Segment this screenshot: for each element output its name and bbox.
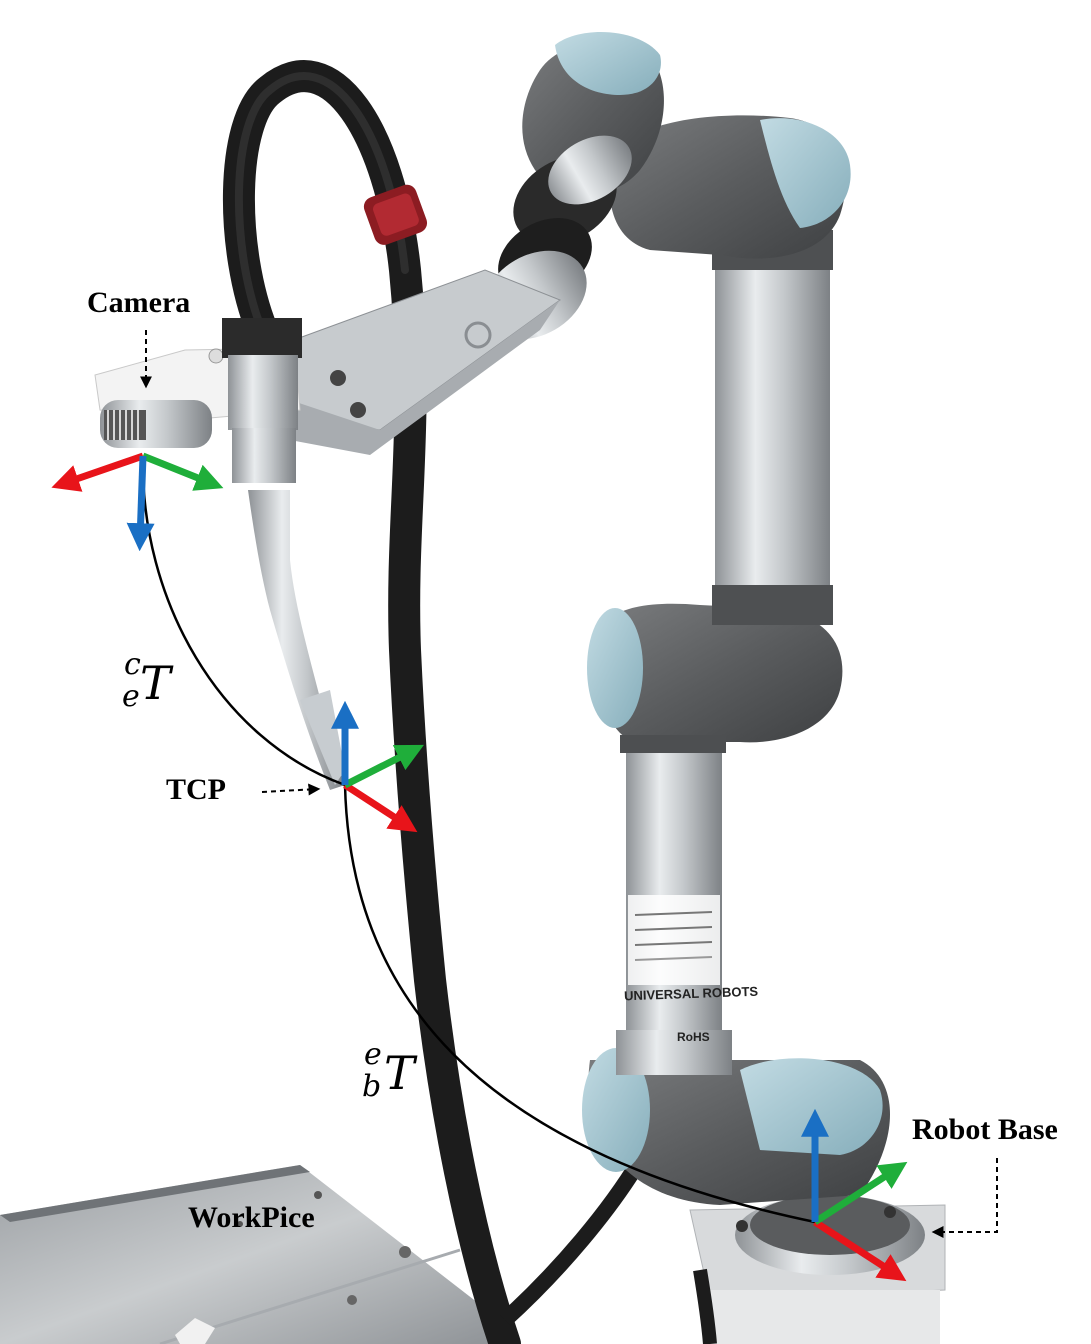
camera-label: Camera (87, 286, 191, 319)
robot-elbow-joint (587, 603, 843, 753)
base-transform-superscript: e (364, 1037, 382, 1072)
rohs-label: RoHS (677, 1030, 710, 1044)
camera-transform-subscript: e (122, 679, 140, 714)
camera-frame-axes (51, 452, 224, 552)
transform-curves (141, 455, 816, 1224)
robot-wrist-joints (483, 32, 851, 340)
workpiece-plate (0, 1165, 500, 1344)
base-transform-subscript: b (362, 1069, 382, 1104)
tcp-frame-axes (331, 700, 424, 833)
base-transform-symbol: T (384, 1046, 415, 1100)
end-to-base-transform: e b T (358, 1040, 428, 1110)
camera-to-end-transform: c e T (118, 650, 188, 720)
robot-lower-link (616, 740, 732, 1075)
pointer-arrows (140, 330, 998, 1238)
base-frame-axes (801, 1108, 908, 1282)
robot-base-label: Robot Base (912, 1113, 1058, 1146)
camera-transform-symbol: T (140, 656, 171, 710)
welding-cable (222, 60, 717, 1344)
tcp-label: TCP (166, 773, 226, 806)
robot-upper-link (712, 230, 833, 625)
workpiece-label: WorkPice (188, 1201, 315, 1234)
camera-transform-superscript: c (124, 647, 141, 682)
